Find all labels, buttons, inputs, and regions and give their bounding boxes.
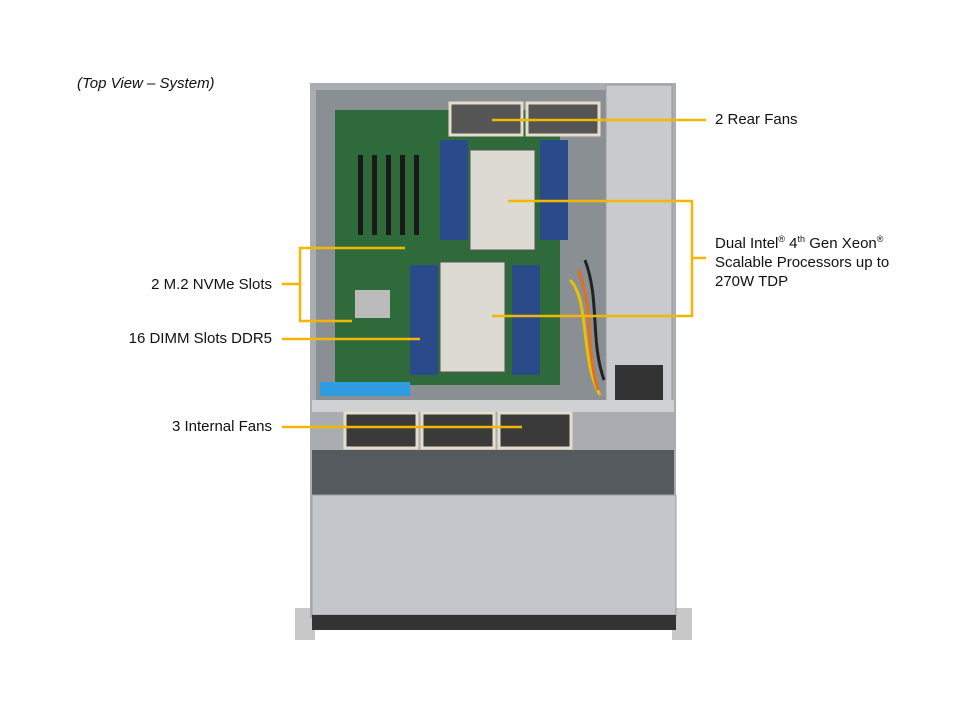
power-supply [605,84,673,411]
callout-processors: Dual Intel® 4th Gen Xeon® Scalable Proce… [715,230,889,291]
fan-bracket [312,400,674,412]
superscript-th: th [797,234,806,244]
internal-fan-1 [343,411,419,450]
internal-fan-2 [420,411,496,450]
view-caption: (Top View – System) [77,75,215,92]
power-cables [568,259,606,396]
internal-fan-3 [497,411,573,450]
drive-bay-cover [311,494,677,616]
chipset-heatsink [355,290,390,318]
registered-mark: ® [778,234,786,244]
backplane-area [312,450,674,495]
callout-nvme: 2 M.2 NVMe Slots [151,276,272,293]
cpu-text: Dual Intel [715,235,779,252]
callout-rear-fans: 2 Rear Fans [715,111,798,128]
front-bezel [312,615,676,630]
pcie-slots [358,155,419,235]
callout-lines [282,118,706,429]
callout-dimm: 16 DIMM Slots DDR5 [128,330,272,347]
right-rail [672,608,692,640]
dimm-slots [410,140,568,375]
cpu-text: 4 [785,235,798,252]
registered-mark: ® [876,234,884,244]
callout-processors-line3: 270W TDP [715,273,789,290]
psu-vent [615,365,663,403]
callout-internal-fans: 3 Internal Fans [171,418,272,435]
blue-latches [320,382,410,396]
callout-processors-line2: Scalable Processors up to [715,254,890,271]
callout-processors-line1: Dual Intel® 4th Gen Xeon® [715,230,889,253]
cpu-text: Gen Xeon [805,235,877,252]
